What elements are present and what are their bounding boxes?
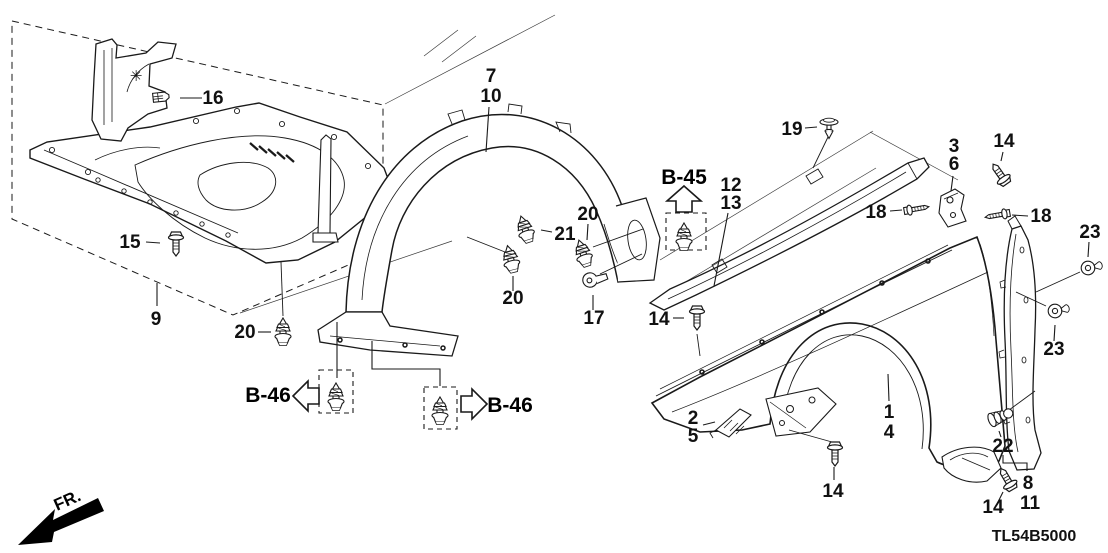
ref-b45-label: B-45	[661, 166, 707, 189]
callout-9: 9	[151, 309, 162, 330]
bolt-14-icon	[688, 305, 706, 331]
fender-liner-lower-flange	[317, 311, 459, 357]
engine-splash-shield	[29, 38, 391, 264]
callout-14-a: 14	[993, 131, 1015, 152]
fender-liner	[317, 103, 661, 357]
fender-rail-garnish	[648, 157, 930, 311]
undercover-dashed-box	[11, 20, 384, 316]
ref-b46-right-label: B-46	[487, 394, 533, 417]
b46-right-arrow	[460, 387, 489, 421]
b46-right-clip-icon	[431, 396, 449, 426]
callout-15: 15	[119, 232, 141, 253]
clip-20-icon	[499, 243, 523, 275]
callout-8: 8	[1023, 473, 1034, 494]
bolt-15-icon	[167, 231, 185, 257]
fr-arrow-icon	[18, 498, 104, 545]
callout-3: 3	[949, 136, 960, 157]
leader-lines	[145, 97, 1090, 505]
callout-23-b: 23	[1043, 339, 1064, 360]
callout-14-b: 14	[648, 309, 670, 330]
callout-19: 19	[781, 119, 802, 140]
callout-21: 21	[554, 224, 576, 245]
callout-18-a: 18	[865, 202, 886, 223]
b46-left-clip-icon	[327, 382, 345, 412]
callout-13: 13	[720, 193, 741, 214]
screw-18-icon	[902, 201, 931, 217]
callout-11: 11	[1020, 493, 1041, 514]
b46-left-dashed-box	[318, 369, 354, 414]
fender-stay-bracket-3-6	[938, 188, 967, 228]
detail-refs	[291, 184, 707, 430]
callout-20-a: 20	[234, 322, 255, 343]
clip-23-icon	[1079, 257, 1105, 277]
clip-19-icon	[819, 117, 839, 140]
fender-front-bracket	[765, 387, 837, 437]
callout-5: 5	[688, 426, 699, 447]
ref-b46-left-label: B-46	[245, 384, 291, 407]
callout-10: 10	[480, 86, 501, 107]
projection-guide-lines	[239, 14, 959, 314]
callout-20-b: 20	[577, 204, 598, 225]
front-pillar-garnish	[998, 215, 1042, 471]
callout-23-a: 23	[1079, 222, 1100, 243]
callout-7: 7	[486, 66, 497, 87]
b45-clip-icon	[675, 222, 693, 252]
callout-17: 17	[583, 308, 604, 329]
callout-12: 12	[720, 175, 741, 196]
part-marker-asterisk: ✳	[130, 67, 143, 85]
callout-4: 4	[884, 422, 895, 443]
clip-20-icon	[274, 317, 292, 347]
clip-16-icon	[152, 91, 170, 103]
callout-2: 2	[688, 408, 699, 429]
callout-20-c: 20	[502, 288, 523, 309]
callout-6: 6	[949, 154, 960, 175]
screw-18-icon	[983, 207, 1012, 223]
callout-1: 1	[884, 402, 895, 423]
b46-left-arrow	[291, 379, 320, 413]
grommet-17-icon	[581, 270, 610, 291]
clip-21-icon	[512, 213, 538, 246]
callout-22: 22	[992, 436, 1013, 457]
diagram-code: TL54B5000	[992, 528, 1077, 545]
callout-14-d: 14	[982, 497, 1004, 518]
callout-18-b: 18	[1030, 206, 1051, 227]
fender-bracket-2-5	[709, 408, 752, 439]
bolt-14-icon	[826, 441, 844, 467]
undercover-side-bracket	[91, 38, 177, 142]
clip-23-icon	[1046, 300, 1072, 320]
callout-16: 16	[202, 88, 223, 109]
b45-dashed-box	[665, 212, 707, 251]
callout-labels: 16 15 9 20 7 10 21 20 20 17 19 12 13 18 …	[119, 66, 1100, 545]
b46-right-dashed-box	[423, 386, 458, 430]
callout-14-c: 14	[822, 481, 844, 502]
b45-up-arrow	[664, 184, 704, 213]
bolt-14-icon	[986, 159, 1014, 189]
fr-direction: FR.	[18, 486, 104, 545]
